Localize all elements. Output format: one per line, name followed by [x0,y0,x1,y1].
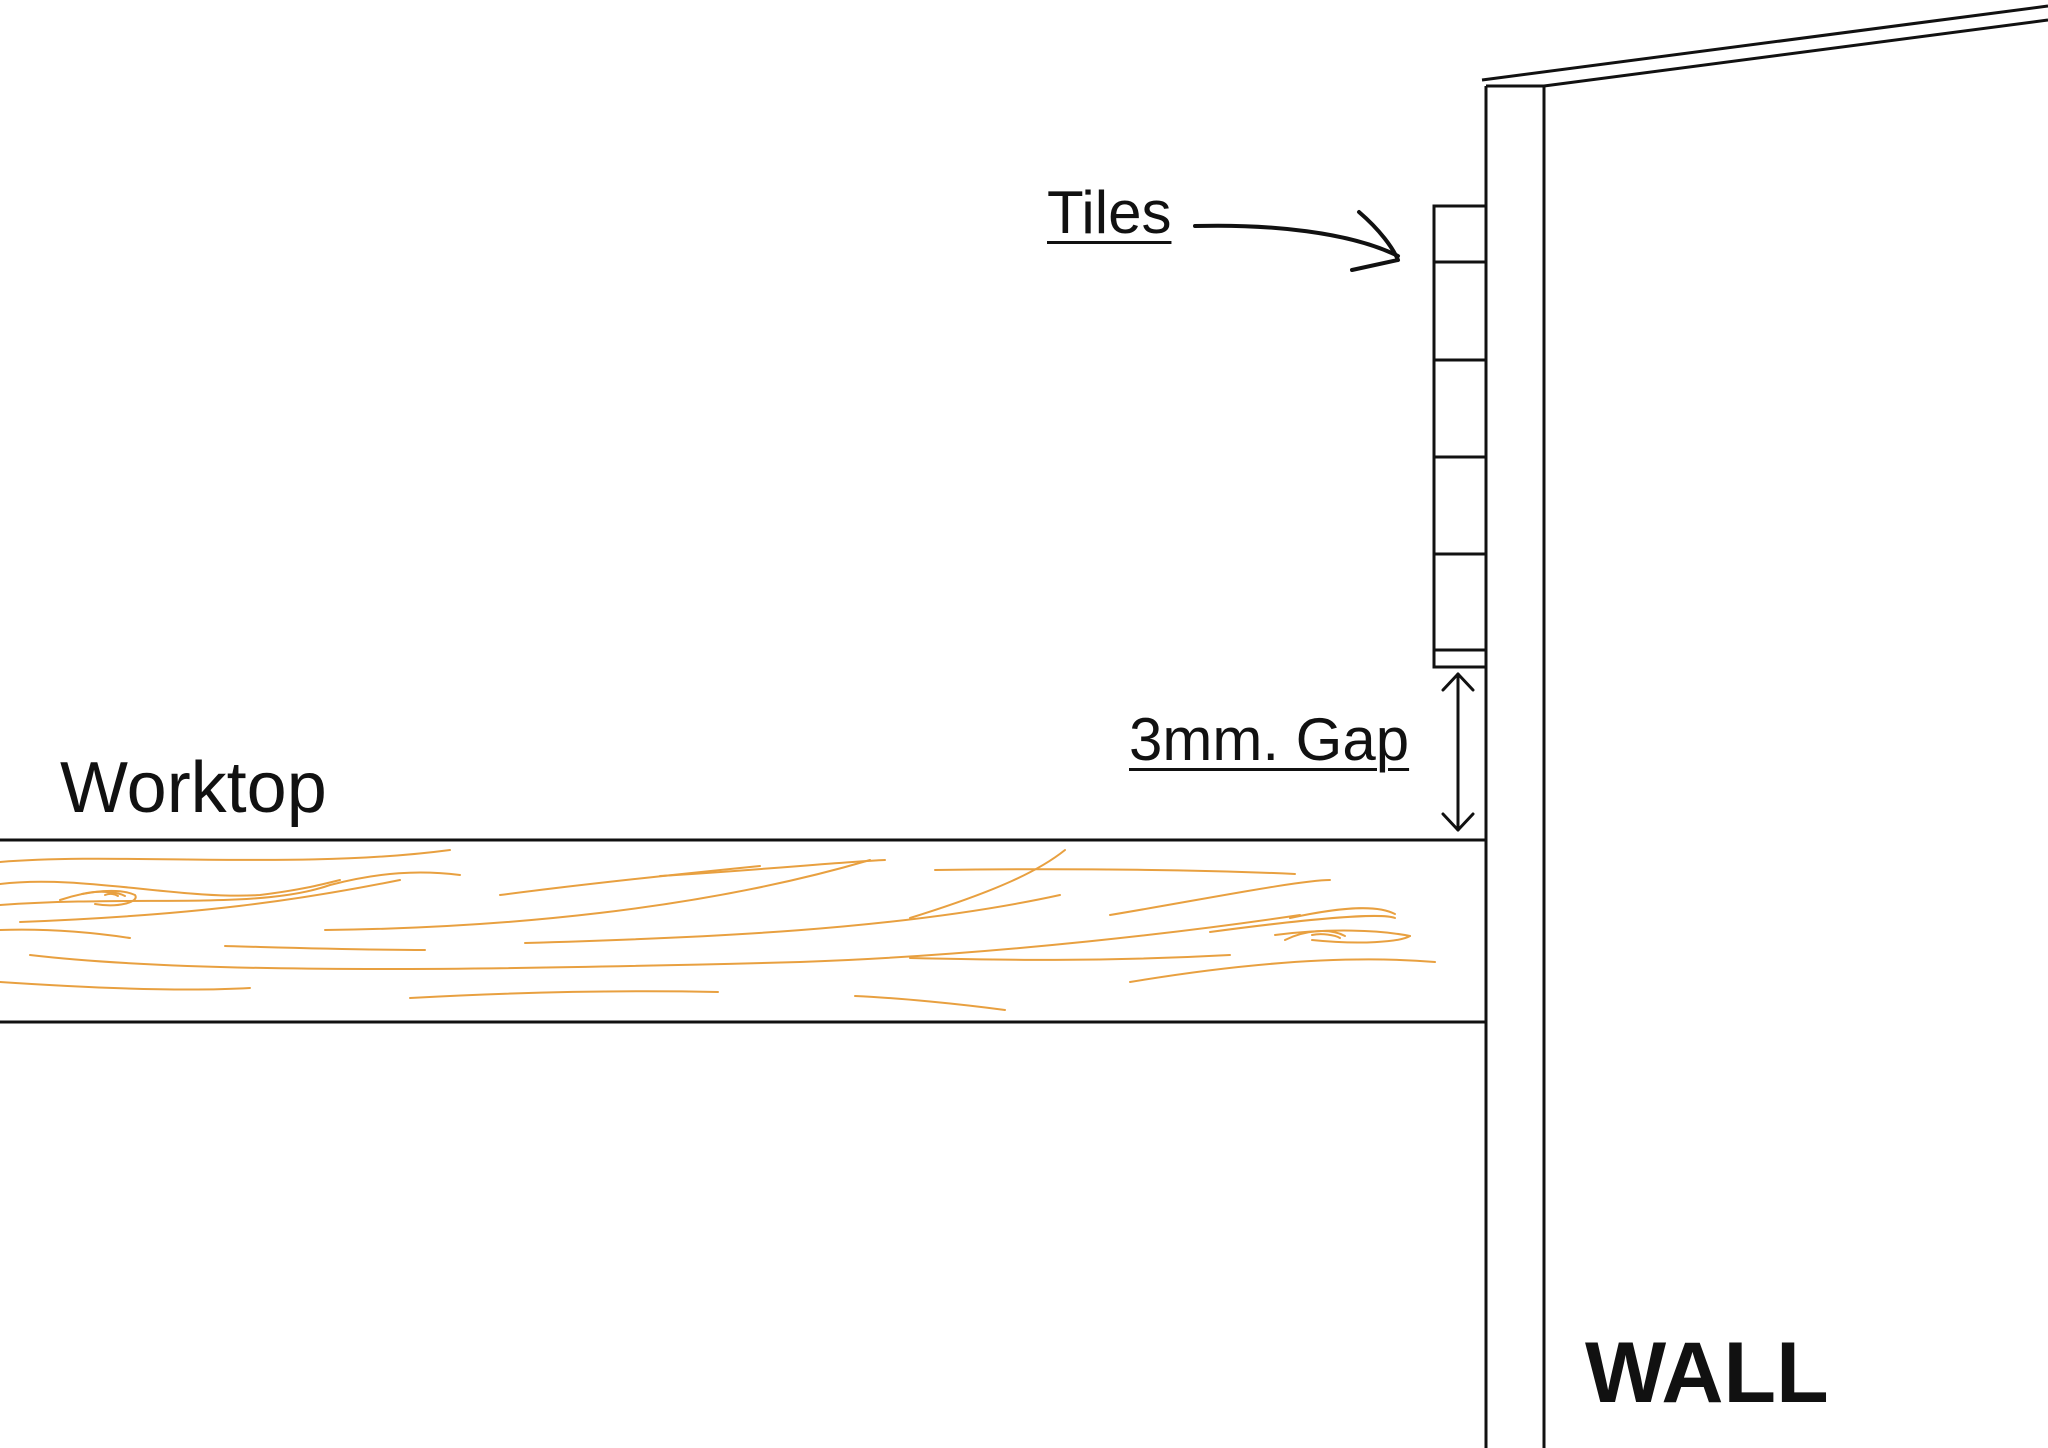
tiles-arrowhead [1350,210,1400,272]
worktop-label: Worktop [60,748,327,828]
wall-top-slope-outer [1481,4,2048,82]
gap-dimension-arrow [1441,672,1475,832]
tiles-leader-line [1193,223,1400,258]
tiles-label: Tiles [1047,179,1172,246]
tiles-column [1432,204,1488,669]
tiles-leader-arrow [1193,210,1400,272]
tiles-outline [1432,204,1488,669]
gap-arrowhead-bottom [1441,812,1475,832]
gap-label: 3mm. Gap [1129,706,1410,773]
gap-arrowhead-top [1441,672,1475,692]
wall [1481,4,2048,1448]
wood-grain [0,849,1436,1011]
worktop-slab [0,838,1486,1024]
wall-label: WALL [1585,1325,1829,1421]
wall-top-slope-inner [1543,18,2048,88]
